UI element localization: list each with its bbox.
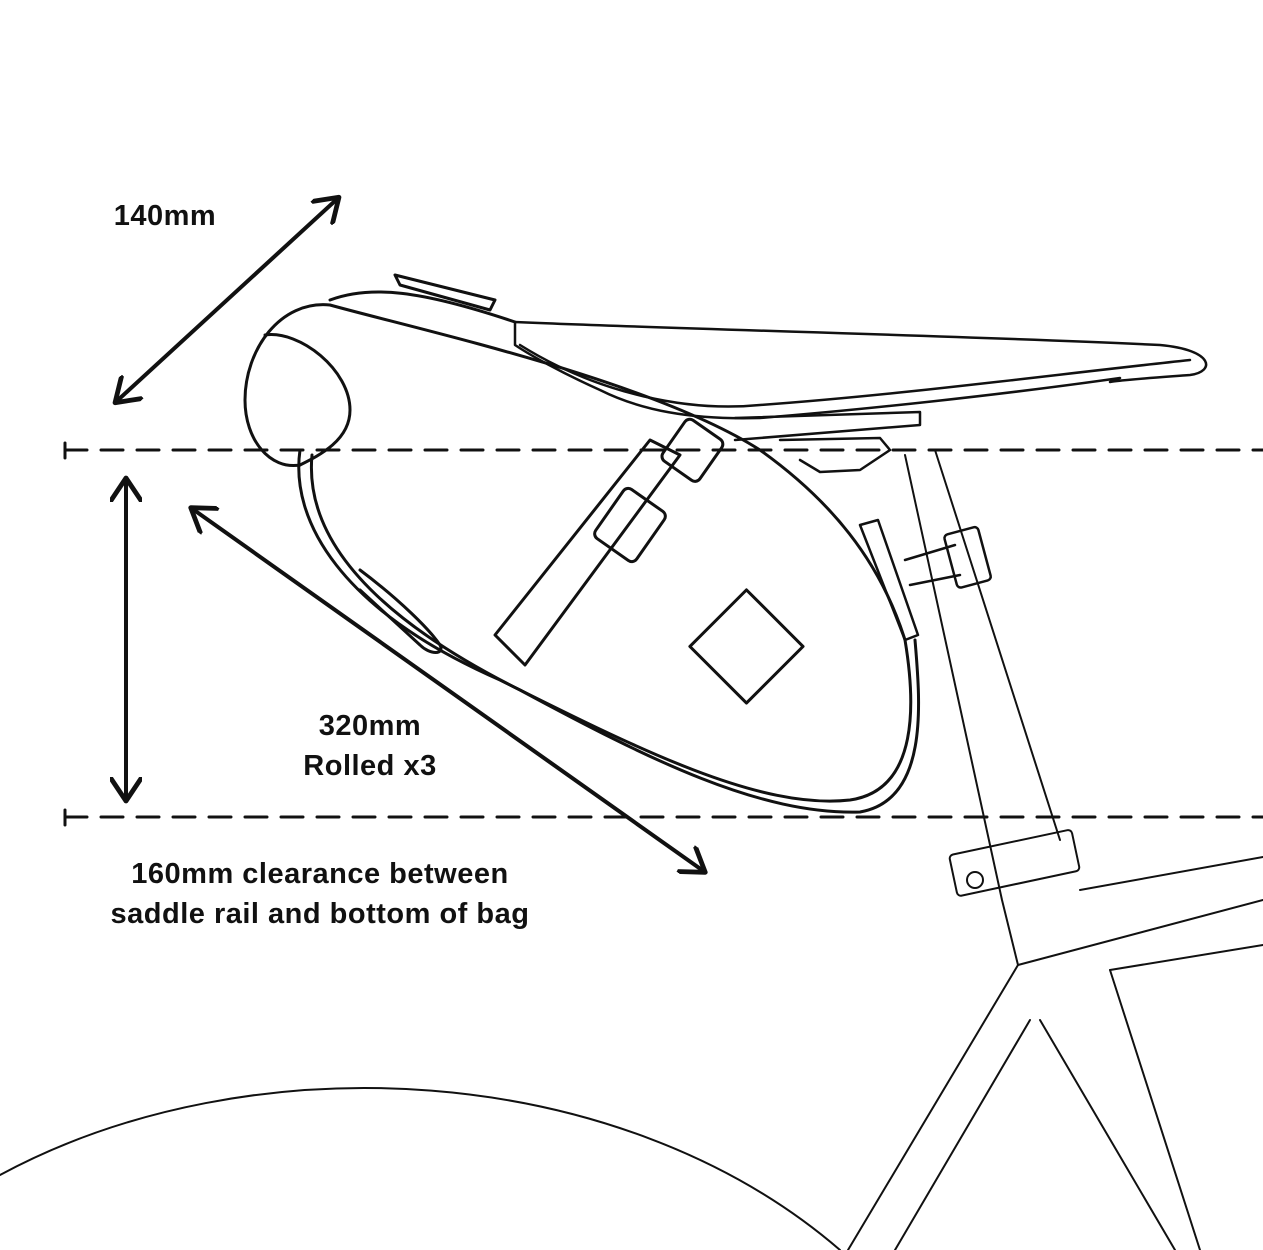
clearance-label-line1: 160mm clearance between [131, 858, 509, 890]
length-note: Rolled x3 [303, 750, 437, 782]
depth-arrow [118, 200, 336, 400]
depth-label: 140mm [113, 200, 217, 232]
strap [493, 438, 682, 667]
bike-frame [847, 449, 1263, 1250]
logo-patch [688, 588, 805, 705]
dimension-arrows [118, 200, 702, 870]
saddle [513, 320, 1208, 474]
clearance-label-line2: saddle rail and bottom of bag [110, 898, 530, 930]
clearance-guides [63, 441, 1263, 827]
length-label: 320mm [318, 710, 422, 742]
length-arrow [194, 510, 702, 870]
wheel-outline [0, 1087, 841, 1250]
